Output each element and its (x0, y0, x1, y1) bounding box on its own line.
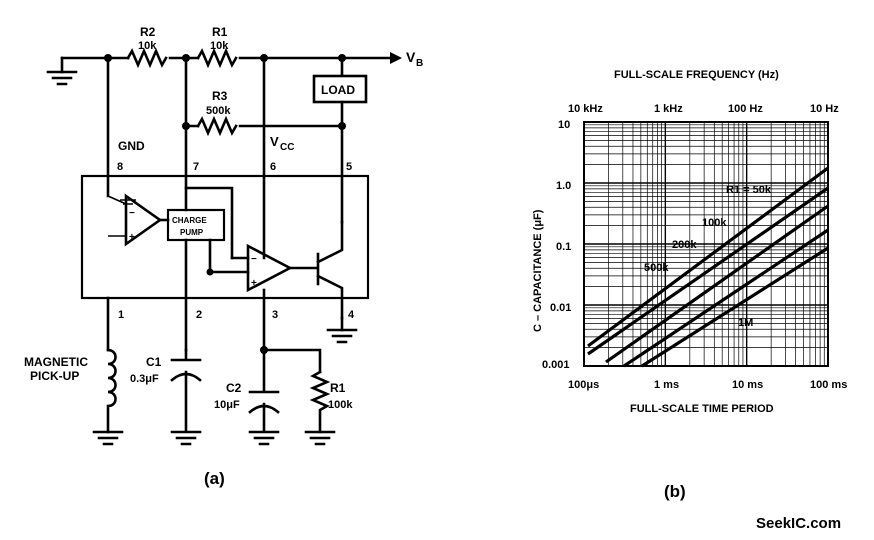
c1-value: 0.3μF (130, 373, 159, 385)
magnetic-label: MAGNETIC (24, 355, 88, 369)
charge-pump-line2: PUMP (180, 228, 204, 237)
gnd-label: GND (118, 139, 145, 153)
c2-label: C2 (226, 381, 242, 395)
curve-label-100k: 100k (702, 217, 727, 229)
y-tick-0.001: 0.001 (542, 359, 570, 371)
r1-top-value: 10k (210, 40, 229, 52)
vb-label: V (406, 49, 416, 65)
top-tick-1khz: 1 kHz (654, 103, 683, 115)
caption-a: (a) (204, 469, 225, 488)
pin-5: 5 (346, 161, 352, 173)
charge-pump-line1: CHARGE (172, 216, 207, 225)
pin-8: 8 (117, 161, 123, 173)
pickup-label: PICK-UP (30, 369, 79, 383)
pin-3: 3 (272, 309, 278, 321)
vb-subscript: B (416, 58, 423, 69)
svg-text:−: − (129, 208, 135, 219)
y-tick-1: 1.0 (556, 180, 571, 192)
svg-text:+: + (251, 278, 257, 289)
pin-1: 1 (118, 309, 124, 321)
pin-6: 6 (270, 161, 276, 173)
load-label: LOAD (321, 83, 355, 97)
r1-top-label: R1 (212, 25, 228, 39)
chart-top-title: FULL-SCALE FREQUENCY (Hz) (614, 69, 779, 81)
y-tick-0.1: 0.1 (556, 241, 571, 253)
r1-bottom-label: R1 (330, 381, 346, 395)
x-axis-label: FULL-SCALE TIME PERIOD (630, 403, 774, 415)
r2-value: 10k (138, 40, 157, 52)
caption-b: (b) (664, 482, 686, 501)
design-line-1 (587, 186, 829, 356)
r3-value: 500k (206, 105, 231, 117)
vcc-subscript: CC (280, 142, 294, 153)
r1-bottom-value: 100k (328, 399, 353, 411)
curve-label-200k: 200k (672, 239, 697, 251)
design-line-3 (623, 228, 829, 368)
x-tick-100ms: 100 ms (810, 379, 847, 391)
design-line-0 (587, 166, 829, 348)
capacitance-chart: FULL-SCALE FREQUENCY (Hz) 10 kHz 1 kHz 1… (532, 69, 847, 501)
watermark: SeekIC.com (756, 515, 841, 532)
y-tick-10: 10 (558, 119, 570, 131)
r3-label: R3 (212, 89, 228, 103)
y-axis-label: C – CAPACITANCE (μF) (532, 209, 544, 332)
top-tick-10hz: 10 Hz (810, 103, 839, 115)
design-line-2 (605, 204, 829, 364)
c1-label: C1 (146, 355, 162, 369)
circuit-diagram: − + − + (24, 25, 423, 488)
r2-label: R2 (140, 25, 156, 39)
top-tick-100hz: 100 Hz (728, 103, 763, 115)
curve-label-500k: 500k (644, 262, 669, 274)
svg-text:+: + (129, 232, 135, 243)
x-tick-10ms: 10 ms (732, 379, 763, 391)
curve-label-50k: R1 = 50k (726, 184, 772, 196)
x-tick-100us: 100μs (568, 379, 599, 391)
top-tick-10khz: 10 kHz (568, 103, 603, 115)
pin-4: 4 (348, 309, 355, 321)
design-line-4 (641, 246, 829, 368)
vcc-label: V (270, 134, 279, 149)
y-tick-0.01: 0.01 (550, 302, 571, 314)
curve-label-1m: 1M (738, 317, 753, 329)
x-tick-1ms: 1 ms (654, 379, 679, 391)
pin-7: 7 (193, 161, 199, 173)
c2-value: 10μF (214, 399, 240, 411)
svg-text:−: − (251, 254, 257, 265)
pin-2: 2 (196, 309, 202, 321)
